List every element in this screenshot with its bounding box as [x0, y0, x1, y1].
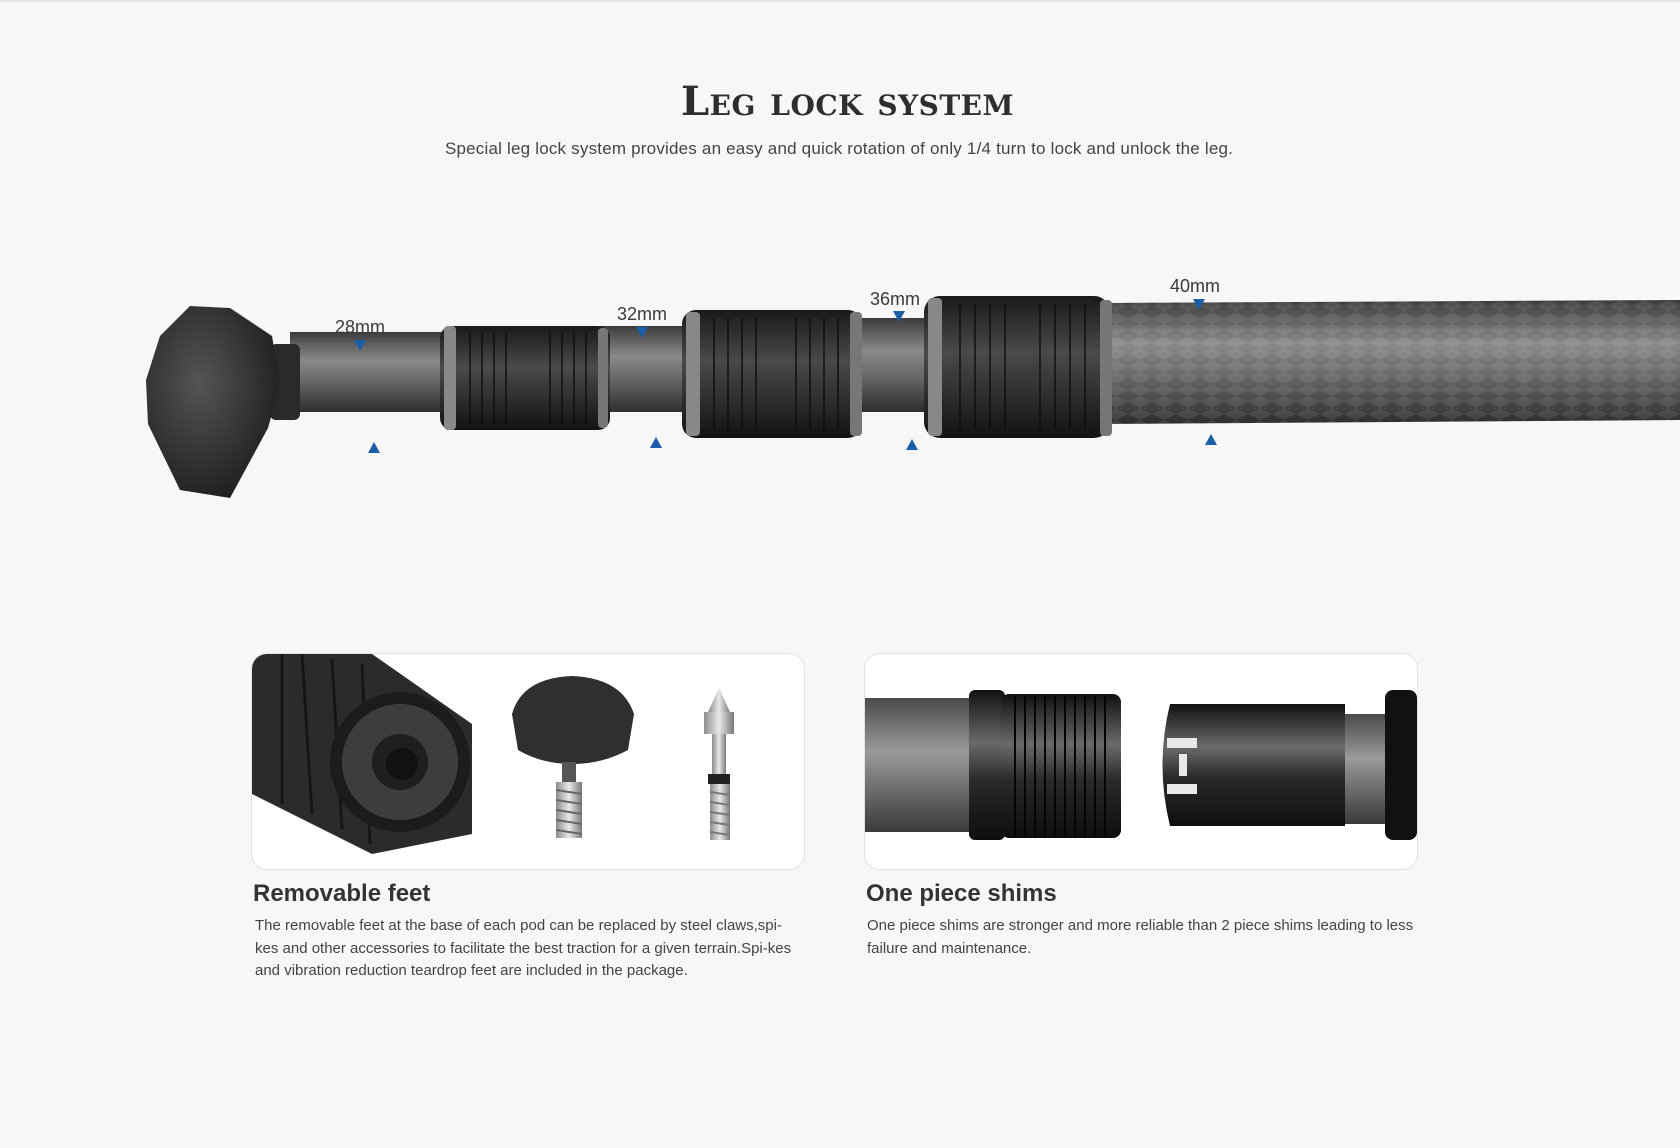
dimension-label-36mm: 36mm [870, 289, 921, 309]
tripod-leg-image [146, 296, 1680, 498]
removable-feet-image [252, 654, 734, 854]
removable-feet-title: Removable feet [253, 880, 431, 907]
lock-ring-2 [682, 310, 862, 438]
removable-feet-image-card [251, 653, 805, 870]
section-title: Leg lock system [680, 78, 1015, 125]
one-piece-shims-title: One piece shims [866, 880, 1057, 907]
lock-ring-1 [440, 326, 610, 430]
top-divider [0, 0, 1680, 3]
one-piece-shims-image [865, 690, 1417, 840]
dimension-label-32mm: 32mm [617, 304, 668, 324]
dimension-label-28mm: 28mm [335, 317, 386, 337]
lock-ring-3 [924, 296, 1112, 438]
one-piece-shims-image-card [864, 653, 1418, 870]
removable-feet-description: The removable feet at the base of each p… [255, 917, 792, 979]
one-piece-shims-description: One piece shims are stronger and more re… [867, 917, 1414, 957]
section-subtitle: Special leg lock system provides an easy… [444, 139, 1234, 158]
dimension-label-40mm: 40mm [1170, 276, 1221, 296]
dimension-markers [354, 299, 1217, 453]
rubber-foot [146, 306, 300, 498]
